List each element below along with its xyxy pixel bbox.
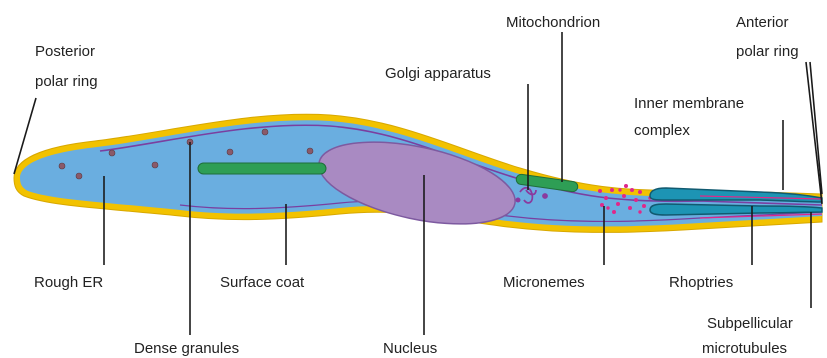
label-inner-membrane-complex-1: Inner membrane <box>634 95 744 112</box>
label-rhoptries: Rhoptries <box>669 274 733 291</box>
label-anterior-polar-ring-1: Anterior <box>736 14 789 31</box>
label-dense-granules: Dense granules <box>134 340 239 357</box>
label-posterior-polar-ring-1: Posterior <box>35 43 95 60</box>
label-surface-coat: Surface coat <box>220 274 305 291</box>
label-micronemes: Micronemes <box>503 274 585 291</box>
label-rough-er: Rough ER <box>34 274 103 291</box>
rough-er-organelle <box>198 163 326 174</box>
label-golgi-apparatus: Golgi apparatus <box>385 65 491 82</box>
label-subpellicular-microtubules-1: Subpellicular <box>707 315 793 332</box>
label-mitochondrion: Mitochondrion <box>506 14 600 31</box>
label-posterior-polar-ring-2: polar ring <box>35 73 98 90</box>
label-anterior-polar-ring-2: polar ring <box>736 43 799 60</box>
rhoptry-upper <box>650 188 822 202</box>
leader-anterior-polar-ring-b <box>806 62 822 204</box>
label-inner-membrane-complex-2: complex <box>634 122 690 139</box>
label-subpellicular-microtubules-2: microtubules <box>702 340 787 357</box>
label-nucleus: Nucleus <box>383 340 437 357</box>
leader-anterior-polar-ring-a <box>810 62 822 194</box>
